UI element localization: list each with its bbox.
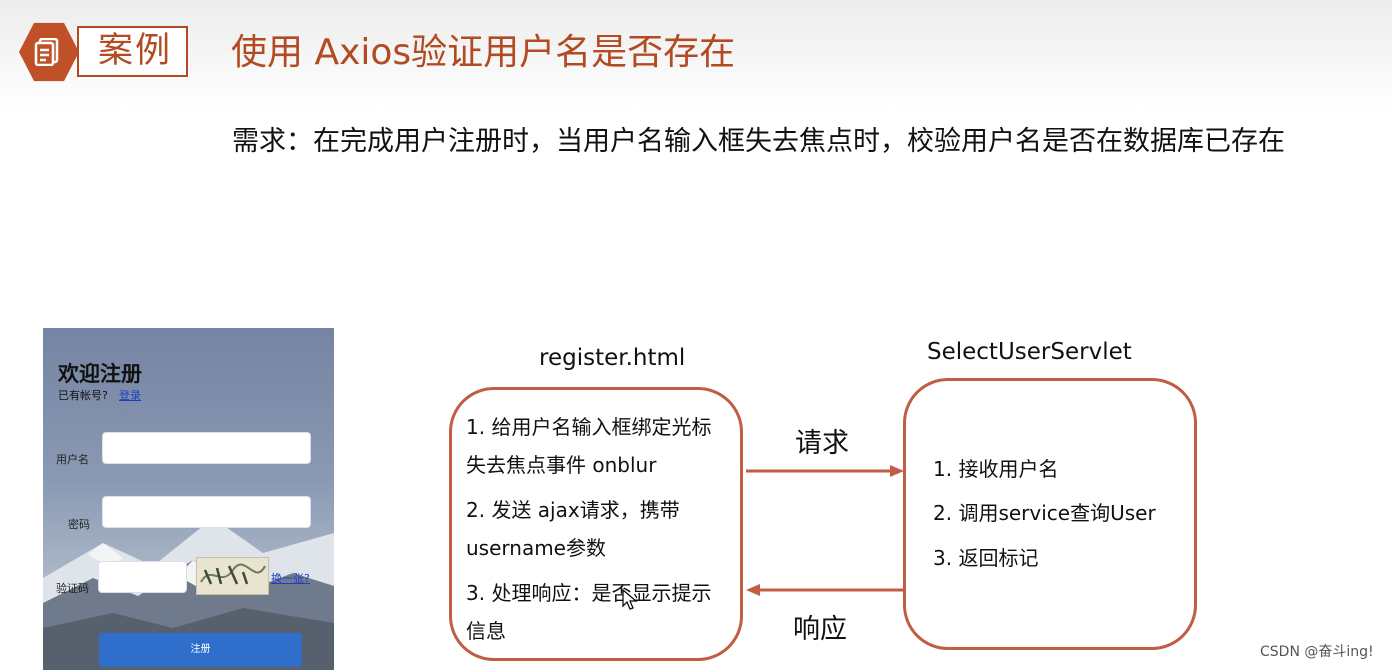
- username-input[interactable]: [102, 432, 311, 464]
- document-icon: [34, 38, 59, 66]
- captcha-input[interactable]: [98, 561, 187, 593]
- password-input[interactable]: [102, 496, 311, 528]
- page-title: 使用 Axios验证用户名是否存在: [231, 32, 736, 73]
- client-step-3a: 3. 处理响应：是否显示提示: [466, 581, 712, 605]
- server-step-2: 2. 调用service查询User: [933, 501, 1156, 525]
- client-step-3b: 信息: [466, 619, 506, 643]
- watermark: CSDN @奋斗ing!: [1260, 644, 1374, 660]
- login-link[interactable]: 登录: [119, 389, 141, 402]
- server-node-box: [903, 378, 1197, 650]
- case-badge-label: 案例: [98, 31, 173, 71]
- server-step-1: 1. 接收用户名: [933, 457, 1059, 481]
- client-step-1b: 失去焦点事件 onblur: [466, 453, 657, 477]
- request-arrow: [746, 465, 904, 477]
- server-node-title: SelectUserServlet: [927, 339, 1132, 365]
- response-label: 响应: [793, 614, 847, 645]
- server-step-3: 3. 返回标记: [933, 546, 1039, 570]
- case-badge-frame: [77, 26, 188, 77]
- client-node-box: [449, 387, 743, 661]
- request-label: 请求: [795, 428, 849, 459]
- case-badge: [19, 22, 79, 82]
- captcha-label: 验证码: [56, 582, 89, 595]
- register-title: 欢迎注册: [58, 362, 142, 386]
- client-step-2b: username参数: [466, 536, 606, 560]
- arrows-layer: [746, 465, 904, 596]
- header-band: [0, 0, 1392, 110]
- client-step-1a: 1. 给用户名输入框绑定光标: [466, 415, 712, 439]
- register-form-screenshot: 欢迎注册 已有帐号? 登录 用户名 密码 验证码 换一张? 注册: [43, 328, 334, 670]
- captcha-image: [196, 557, 269, 595]
- password-label: 密码: [68, 518, 90, 531]
- change-captcha-link[interactable]: 换一张?: [271, 572, 310, 585]
- register-submit-button[interactable]: 注册: [99, 633, 302, 667]
- requirement-text: 需求：在完成用户注册时，当用户名输入框失去焦点时，校验用户名是否在数据库已存在: [232, 126, 1285, 157]
- client-node-title: register.html: [539, 345, 686, 371]
- username-label: 用户名: [56, 453, 89, 466]
- response-arrow: [746, 584, 904, 596]
- mouse-cursor-icon: [622, 589, 638, 610]
- client-step-2a: 2. 发送 ajax请求，携带: [466, 498, 680, 522]
- has-account-text: 已有帐号?: [58, 389, 108, 402]
